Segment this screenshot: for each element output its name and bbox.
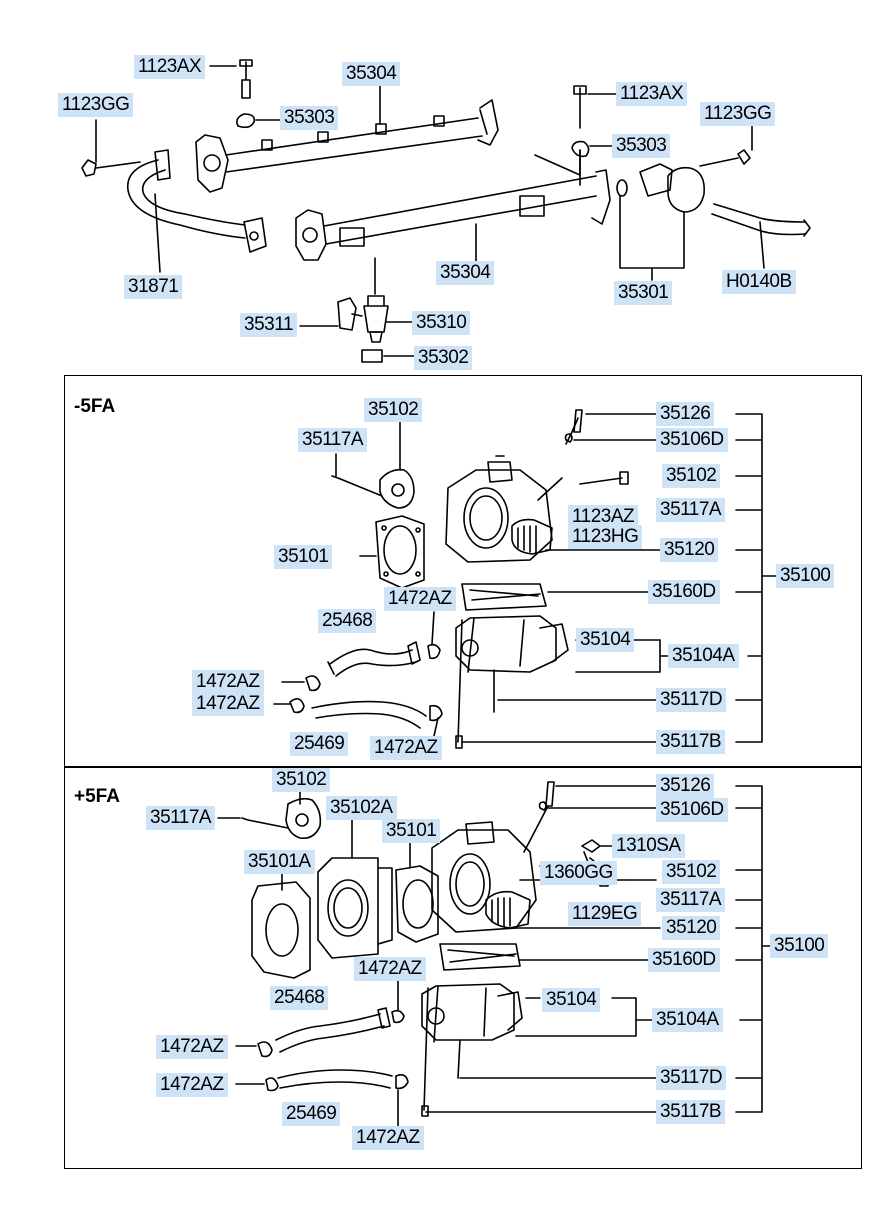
- label-plus-1472az-bottom: 1472AZ: [352, 1126, 424, 1150]
- label-35304-lower: 35304: [436, 261, 495, 285]
- label-plus-35160d: 35160D: [648, 948, 720, 972]
- leader-lines-top: [95, 65, 765, 357]
- section-title-plus: +5FA: [74, 786, 120, 807]
- minus-hoses: [289, 641, 443, 729]
- label-minus-25468: 25468: [318, 609, 377, 633]
- label-minus-35160d: 35160D: [648, 580, 720, 604]
- minus-gasket-and-sensor: [331, 468, 547, 611]
- label-plus-1472az-left2: 1472AZ: [156, 1073, 228, 1097]
- label-plus-35104: 35104: [542, 988, 601, 1012]
- label-plus-35102-sensor: 35102: [272, 768, 331, 792]
- label-35311: 35311: [240, 313, 297, 337]
- label-minus-35104a: 35104A: [668, 644, 739, 668]
- label-plus-35100: 35100: [770, 934, 829, 958]
- label-minus-1472az-left1: 1472AZ: [192, 670, 264, 694]
- label-plus-35101: 35101: [382, 819, 441, 843]
- label-minus-35117b: 35117B: [656, 730, 726, 754]
- label-35302: 35302: [414, 346, 473, 370]
- label-minus-35102-sensor: 35102: [364, 398, 423, 422]
- label-1123gg-left: 1123GG: [58, 93, 134, 117]
- section-title-minus: -5FA: [74, 396, 116, 417]
- label-35310: 35310: [412, 311, 471, 335]
- label-minus-35101: 35101: [274, 545, 333, 569]
- label-plus-25469: 25469: [282, 1102, 341, 1126]
- label-plus-1129eg: 1129EG: [568, 902, 642, 926]
- section-box-5fa-plus: [64, 766, 862, 1169]
- bolts-top: [81, 59, 751, 177]
- label-plus-35120: 35120: [662, 916, 721, 940]
- pressure-regulator: [616, 163, 811, 237]
- minus-idle-air-valve: [455, 615, 569, 749]
- injector: [337, 257, 389, 363]
- label-plus-35106d: 35106D: [656, 798, 728, 822]
- label-plus-35117b: 35117B: [656, 1100, 726, 1124]
- label-plus-35117a-left: 35117A: [146, 806, 216, 830]
- fuel-rail-lower: [295, 149, 611, 261]
- label-minus-35100: 35100: [776, 564, 835, 588]
- label-minus-35117a-left: 35117A: [298, 428, 368, 452]
- label-plus-1472az-left1: 1472AZ: [156, 1035, 228, 1059]
- fuel-rail-upper: [195, 99, 499, 193]
- label-1123ax-left: 1123AX: [134, 55, 206, 79]
- label-plus-35102-right: 35102: [662, 860, 721, 884]
- plus-adapter-and-gaskets: [241, 797, 521, 979]
- label-minus-35126: 35126: [656, 402, 715, 426]
- label-35301: 35301: [614, 281, 673, 305]
- label-minus-1472az-top: 1472AZ: [384, 587, 456, 611]
- plus-leader-lines: [217, 785, 773, 1129]
- label-plus-35117a-right: 35117A: [656, 888, 726, 912]
- label-minus-35106d: 35106D: [656, 428, 728, 452]
- label-minus-35120: 35120: [660, 538, 719, 562]
- label-minus-35117d: 35117D: [656, 688, 727, 712]
- section-box-5fa-minus: [64, 375, 862, 768]
- label-35303-left: 35303: [280, 106, 339, 130]
- label-plus-35104a: 35104A: [652, 1008, 723, 1032]
- minus-leader-lines: [273, 413, 777, 743]
- label-plus-1360gg: 1360GG: [540, 861, 617, 885]
- label-minus-25469: 25469: [290, 732, 349, 756]
- label-1123gg-right: 1123GG: [700, 102, 776, 126]
- label-35303-right: 35303: [612, 134, 671, 158]
- label-plus-25468: 25468: [270, 986, 329, 1010]
- label-1123ax-right: 1123AX: [616, 82, 688, 106]
- label-minus-1123hg: 1123HG: [568, 525, 643, 549]
- label-35304-upper: 35304: [342, 62, 401, 86]
- label-plus-1310sa: 1310SA: [612, 834, 685, 858]
- label-minus-1472az-bottom: 1472AZ: [370, 736, 442, 760]
- label-plus-35117d: 35117D: [656, 1066, 727, 1090]
- label-minus-35117a-right: 35117A: [656, 498, 726, 522]
- label-h0140b: H0140B: [722, 270, 796, 294]
- label-31871: 31871: [124, 275, 183, 299]
- plus-hoses: [257, 1007, 409, 1092]
- label-plus-35126: 35126: [656, 774, 715, 798]
- label-minus-35102-right: 35102: [662, 464, 721, 488]
- label-plus-1472az-top: 1472AZ: [354, 957, 426, 981]
- label-minus-35104: 35104: [576, 628, 635, 652]
- label-plus-35102a: 35102A: [326, 796, 397, 820]
- label-minus-1472az-left2: 1472AZ: [192, 692, 264, 716]
- label-plus-35101a: 35101A: [244, 850, 315, 874]
- plus-idle-air-valve: [421, 983, 523, 1117]
